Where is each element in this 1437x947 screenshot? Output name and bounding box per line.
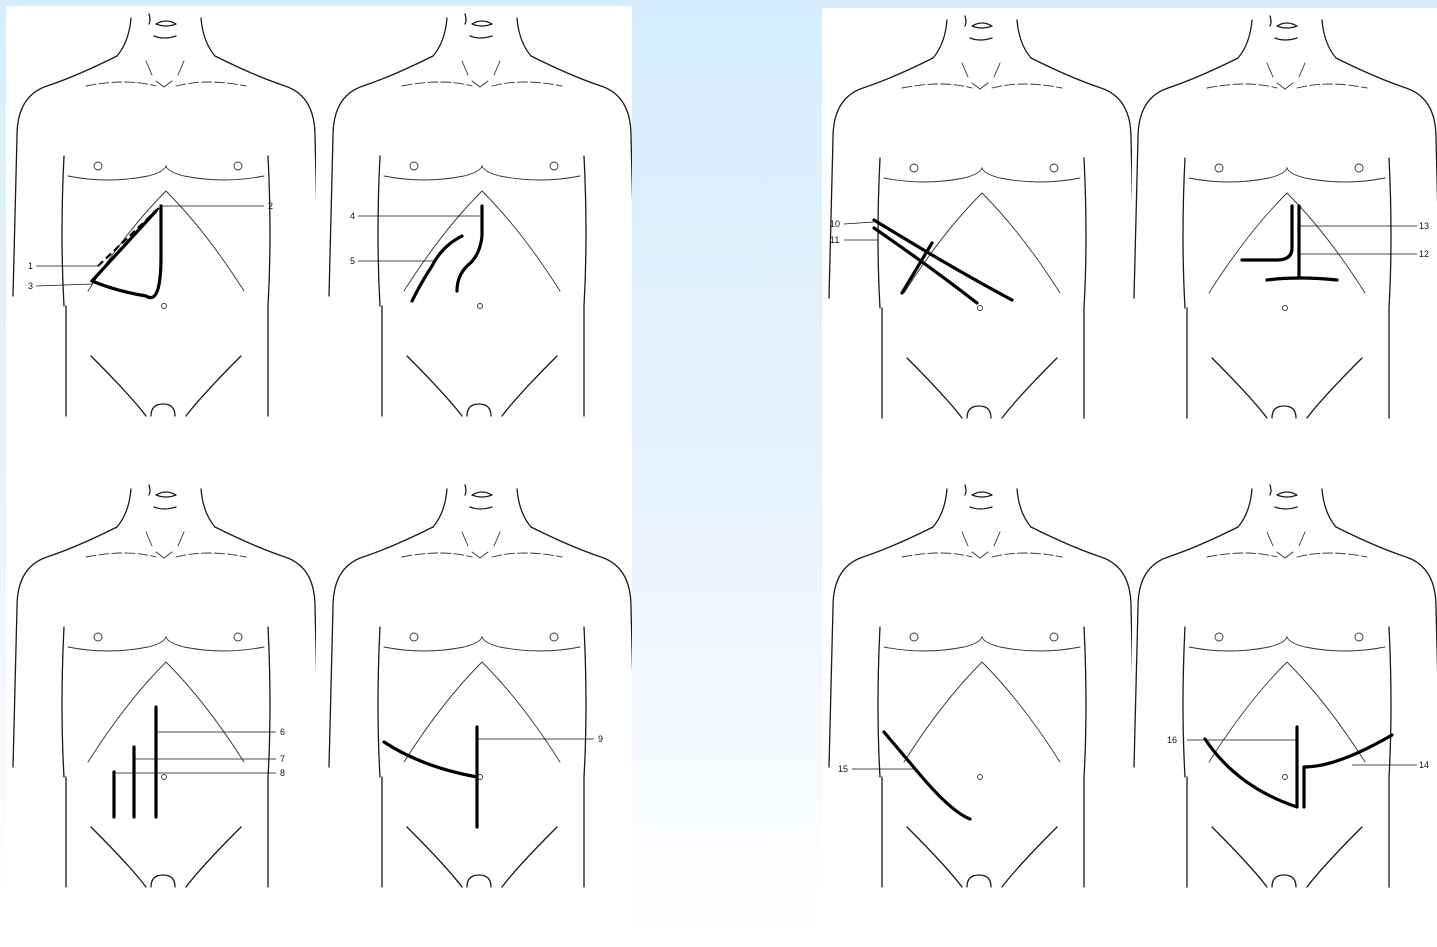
label-3: 3 — [28, 281, 33, 291]
label-13: 13 — [1419, 221, 1429, 231]
figure-incisions-12-13: 13 12 — [1127, 8, 1437, 478]
figure-incisions-14-16: 16 14 — [1127, 477, 1437, 947]
label-7: 7 — [280, 754, 285, 764]
figure-incisions-6-7-8: 6 7 8 — [6, 477, 316, 947]
label-10: 10 — [830, 219, 840, 229]
label-16: 16 — [1167, 735, 1177, 745]
label-4: 4 — [350, 211, 355, 221]
label-9: 9 — [598, 734, 603, 744]
label-12: 12 — [1419, 249, 1429, 259]
figure-incision-9: 9 — [322, 477, 632, 947]
figure-incisions-10-11: 10 11 — [822, 8, 1132, 478]
label-15: 15 — [838, 764, 848, 774]
label-5: 5 — [350, 256, 355, 266]
figure-incision-15: 15 — [822, 477, 1132, 947]
label-8: 8 — [280, 768, 285, 778]
label-1: 1 — [28, 261, 33, 271]
label-6: 6 — [280, 727, 285, 737]
figure-incisions-4-5: 4 5 — [322, 6, 632, 476]
label-11: 11 — [830, 235, 839, 245]
label-2: 2 — [268, 201, 273, 211]
label-14: 14 — [1419, 760, 1429, 770]
figure-incisions-1-2-3: 1 2 3 — [6, 6, 316, 476]
